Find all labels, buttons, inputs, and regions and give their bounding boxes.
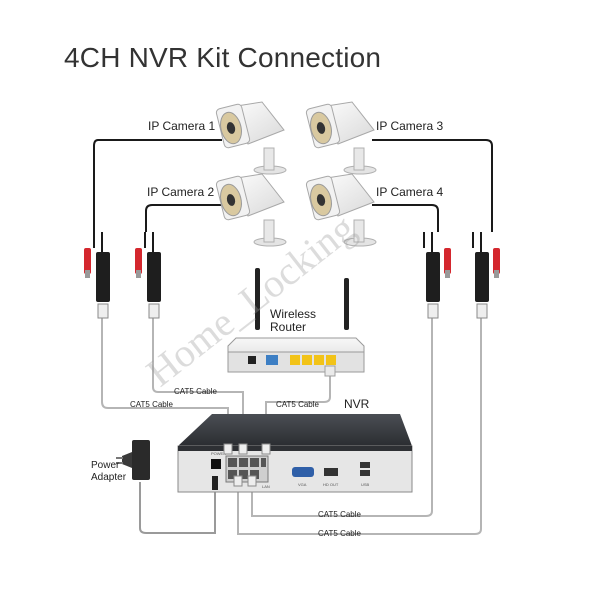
poe-splitter-group bbox=[84, 232, 500, 319]
camera-group bbox=[215, 101, 377, 247]
nvr-lan-tag: LAN bbox=[262, 484, 270, 489]
camera-1-cable bbox=[93, 139, 222, 232]
cable-label-bottom-1: CAT5 Cable bbox=[318, 510, 362, 519]
poe-splitter-3 bbox=[423, 232, 451, 319]
cable-label-router-nvr: CAT5 Cable bbox=[276, 400, 320, 409]
nvr-vga-tag: VGA bbox=[298, 482, 307, 487]
cable-label-left-nvr: CAT5 Cable bbox=[130, 400, 174, 409]
nvr-hdmi-tag: HD OUT bbox=[323, 482, 339, 487]
wireless-router bbox=[227, 268, 365, 377]
poe-splitter-2 bbox=[135, 232, 161, 319]
cables bbox=[93, 139, 493, 232]
adapter-label-line1: Power bbox=[91, 460, 120, 471]
camera-2-label: IP Camera 2 bbox=[147, 185, 214, 199]
camera-1-label: IP Camera 1 bbox=[148, 119, 215, 133]
camera-3-cable bbox=[372, 139, 493, 232]
poe-splitter-4 bbox=[472, 232, 500, 319]
nvr-plugs bbox=[223, 443, 271, 487]
ip-camera-3 bbox=[305, 101, 377, 175]
camera-4-label: IP Camera 4 bbox=[376, 185, 443, 199]
nvr-power-tag: POWER bbox=[211, 451, 226, 456]
router-label-line2: Router bbox=[270, 320, 306, 334]
cable-label-bottom-2: CAT5 Cable bbox=[318, 529, 362, 538]
nvr-label: NVR bbox=[344, 397, 370, 411]
power-adapter bbox=[116, 440, 218, 490]
ip-camera-1 bbox=[215, 101, 287, 175]
ip-camera-4 bbox=[305, 173, 377, 247]
cat5-cables bbox=[101, 318, 482, 535]
router-label-line1: Wireless bbox=[270, 307, 316, 321]
cable-label-center: CAT5 Cable bbox=[174, 387, 218, 396]
nvr-usb-tag: USB bbox=[361, 482, 370, 487]
poe-splitter-1 bbox=[84, 232, 110, 319]
camera-4-cable bbox=[372, 204, 439, 232]
page-title: 4CH NVR Kit Connection bbox=[64, 42, 382, 73]
adapter-label-line2: Adapter bbox=[91, 472, 127, 483]
ip-camera-2 bbox=[215, 173, 287, 247]
camera-2-cable bbox=[145, 204, 222, 232]
camera-3-label: IP Camera 3 bbox=[376, 119, 443, 133]
